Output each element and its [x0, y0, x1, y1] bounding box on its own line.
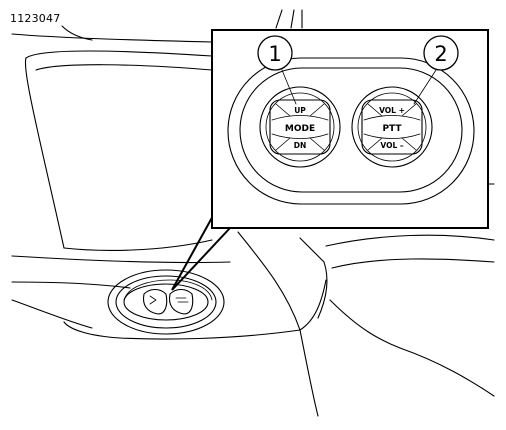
callout-1-leader	[281, 69, 297, 105]
callout-1: 1	[257, 35, 293, 71]
mode-switch-dn-label: DN	[294, 141, 307, 150]
ptt-switch-center-label: PTT	[382, 124, 402, 134]
zoom-pointer	[171, 213, 231, 291]
mode-switch-center-label: MODE	[285, 124, 315, 134]
callout-1-number: 1	[268, 42, 281, 66]
mode-switch-up-label: UP	[294, 106, 306, 115]
callout-2-number: 2	[434, 42, 447, 66]
callout-2: 2	[423, 35, 459, 71]
zoom-inset: UP MODE DN VOL + PTT VOL – 1 2	[211, 29, 489, 229]
figure-code: 1123047	[10, 12, 61, 25]
ptt-switch-vol-up-label: VOL +	[379, 106, 405, 115]
ptt-switch-vol-down-label: VOL –	[380, 141, 403, 150]
handlebar-line-art	[11, 9, 495, 417]
callout-2-leader	[413, 69, 437, 105]
mode-switch: UP MODE DN	[259, 86, 341, 168]
ptt-switch: VOL + PTT VOL –	[351, 86, 433, 168]
